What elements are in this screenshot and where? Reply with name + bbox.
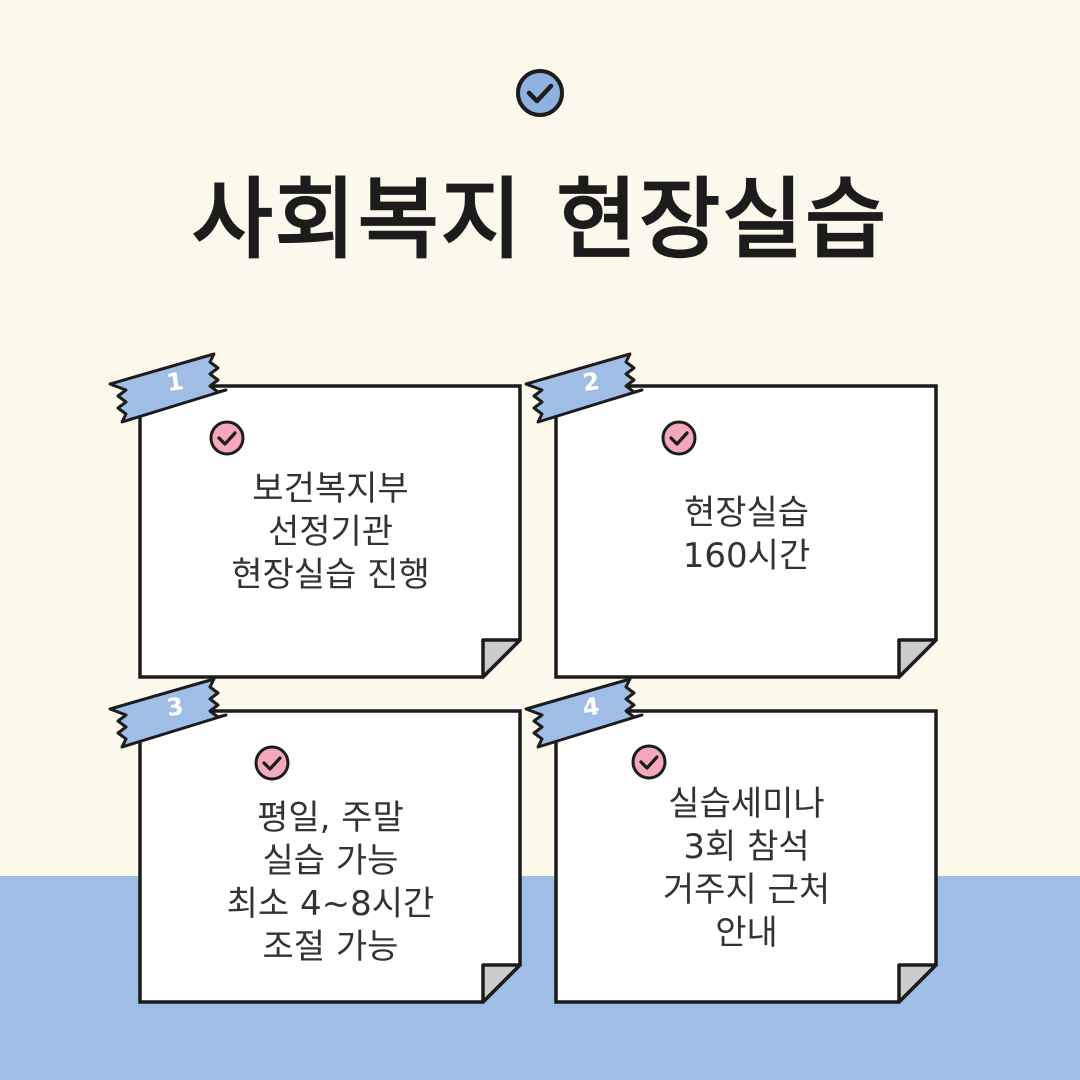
tape-strip <box>108 352 228 424</box>
note-card-3: 3 평일, 주말 실습 가능 최소 4~8시간 조절 가능 <box>108 677 523 1004</box>
card-line: 160시간 <box>682 536 811 576</box>
paper-sheet <box>554 709 938 1004</box>
page-title: 사회복지 현장실습 <box>191 168 889 271</box>
check-circle-icon <box>254 745 290 781</box>
check-circle-icon <box>631 744 667 780</box>
card-number: 3 <box>164 691 186 723</box>
check-circle-icon <box>516 69 564 117</box>
card-line: 실습 가능 <box>262 841 399 881</box>
paper-sheet <box>554 384 938 679</box>
card-line: 안내 <box>715 913 778 953</box>
paper-sheet <box>138 384 522 679</box>
card-text: 실습세미나 3회 참석 거주지 근처 안내 <box>554 783 939 955</box>
check-circle-icon <box>661 420 697 456</box>
card-line: 3회 참석 <box>683 827 810 867</box>
paper-sheet <box>138 709 522 1004</box>
note-card-4: 4 실습세미나 3회 참석 거주지 근처 안내 <box>524 677 939 1004</box>
tape-strip <box>524 677 644 749</box>
note-card-2: 2 현장실습 160시간 <box>524 352 939 679</box>
card-line: 현장실습 <box>683 493 810 533</box>
card-line: 최소 4~8시간 <box>226 884 435 924</box>
card-line: 조절 가능 <box>262 927 399 967</box>
card-line: 현장실습 진행 <box>231 555 430 595</box>
tape-strip <box>524 352 644 424</box>
card-number: 1 <box>164 366 186 398</box>
card-line: 실습세미나 <box>668 784 825 824</box>
card-line: 선정기관 <box>267 512 394 552</box>
card-line: 보건복지부 <box>252 469 409 509</box>
card-number: 2 <box>580 366 602 398</box>
card-text: 현장실습 160시간 <box>554 492 939 578</box>
check-circle-icon <box>209 420 245 456</box>
card-text: 평일, 주말 실습 가능 최소 4~8시간 조절 가능 <box>138 797 523 969</box>
tape-strip <box>108 677 228 749</box>
card-number: 4 <box>580 691 602 723</box>
card-text: 보건복지부 선정기관 현장실습 진행 <box>138 468 523 597</box>
note-card-1: 1 보건복지부 선정기관 현장실습 진행 <box>108 352 523 679</box>
card-line: 평일, 주말 <box>257 798 404 838</box>
card-line: 거주지 근처 <box>662 870 831 910</box>
